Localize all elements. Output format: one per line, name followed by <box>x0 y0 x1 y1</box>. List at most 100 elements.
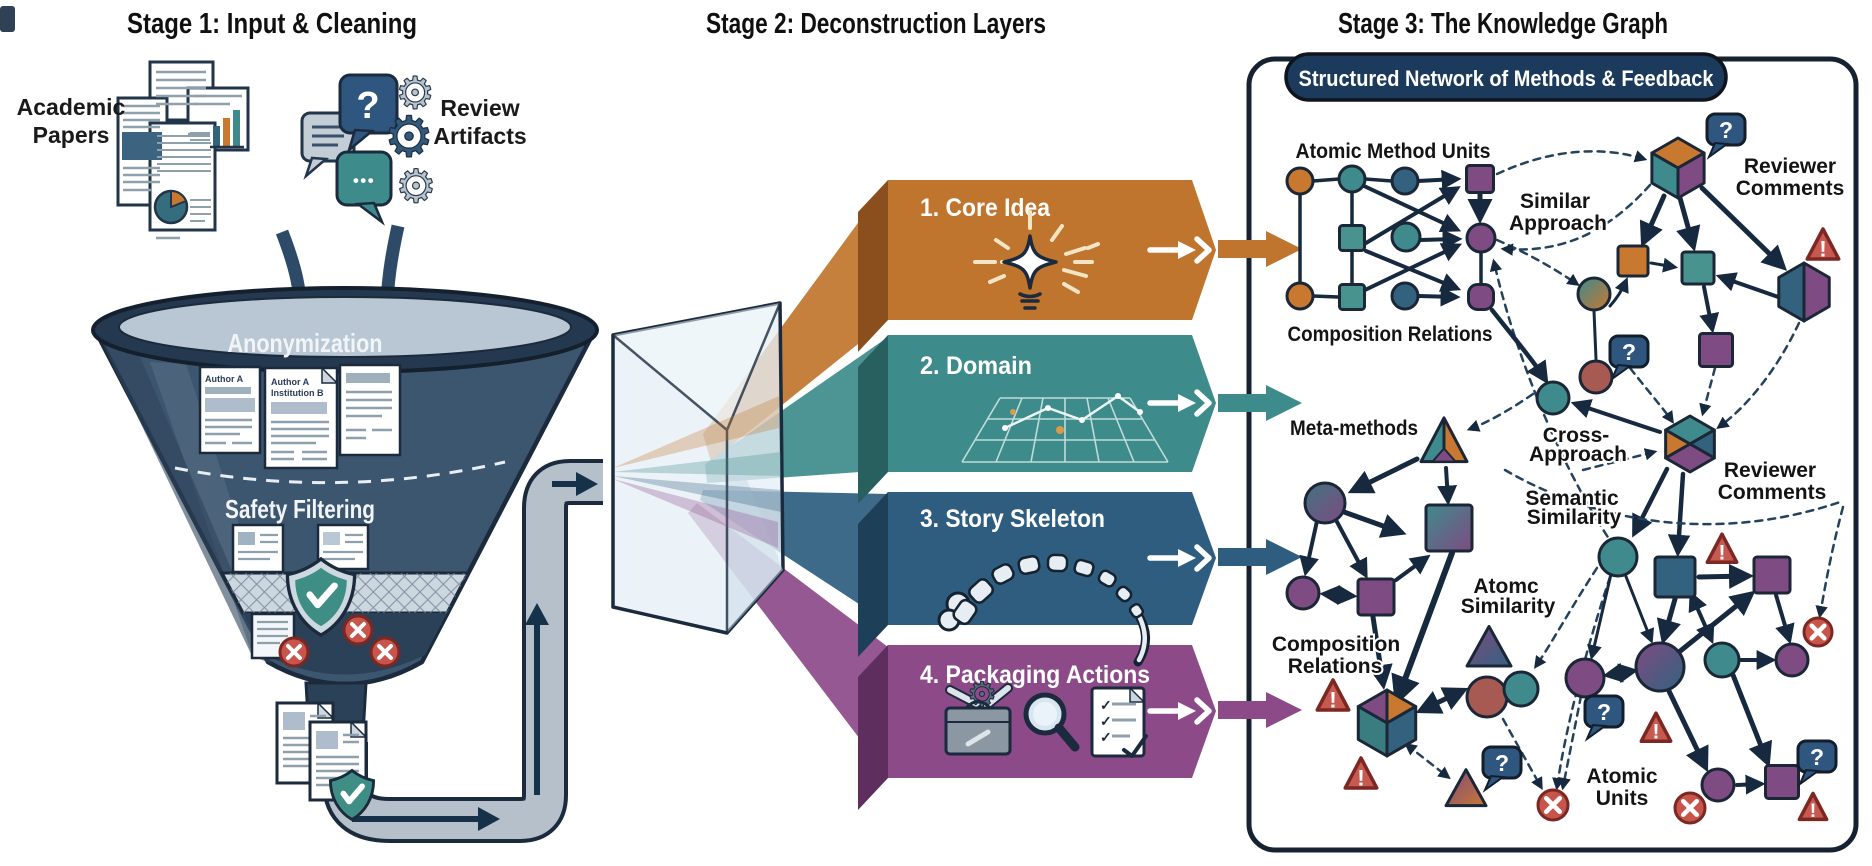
node-square-purple <box>1764 764 1800 800</box>
node-square-purple <box>1698 332 1734 368</box>
svg-text:Author A: Author A <box>205 374 244 384</box>
node-cube-multicolor <box>1650 136 1706 200</box>
panel-header-label: Structured Network of Methods & Feedback <box>1299 66 1715 91</box>
banner-label: 3. Story Skeleton <box>920 505 1105 533</box>
panel-header-pill <box>1284 52 1728 102</box>
semantic-similarity-label: Semantic <box>1525 487 1619 510</box>
graph-edge <box>1815 505 1845 619</box>
node-circle-teal <box>1597 536 1639 578</box>
prism <box>611 301 785 635</box>
banner-fold <box>858 180 888 352</box>
graph-edge <box>1649 257 1679 273</box>
knowledge-graph: ?!?!!!??!?! <box>1285 112 1845 825</box>
x-mark-icon <box>1536 788 1570 822</box>
banner-core-idea <box>888 180 1216 320</box>
node-circle-blue <box>1390 281 1420 311</box>
graph-edge <box>1418 229 1463 250</box>
node-circle-orange <box>1285 281 1315 311</box>
graph-edge <box>1639 193 1667 248</box>
funnel: Anonymization Author A Author A Institut… <box>91 286 599 754</box>
node-square-orange <box>1616 244 1650 278</box>
anonymization-label: Anonymization <box>228 328 383 358</box>
graph-edge <box>1437 466 1458 506</box>
svg-text:✓: ✓ <box>1100 729 1112 745</box>
graph-edge <box>1503 468 1842 526</box>
node-square-teal <box>1680 250 1716 286</box>
svg-text:?: ? <box>1622 339 1636 365</box>
rejected-x-icon <box>278 614 401 668</box>
banner-domain <box>888 335 1216 472</box>
graph-edge <box>1533 566 1599 669</box>
graph-edge <box>1676 195 1701 252</box>
reviewer-comments-label: Comments <box>1736 177 1845 200</box>
svg-text:?: ? <box>1597 699 1611 725</box>
node-circle-teal <box>1502 670 1540 708</box>
graph-edge <box>1466 392 1535 432</box>
graph-edge <box>1676 590 1756 655</box>
graph-edge <box>1489 307 1549 385</box>
graph-edge <box>1311 177 1341 183</box>
warning-triangle-icon: ! <box>1639 711 1673 744</box>
academic-papers-icon <box>116 60 250 240</box>
svg-text:Author A: Author A <box>271 377 310 387</box>
graph-edge <box>1362 184 1462 232</box>
graph-edge <box>1632 466 1670 538</box>
doc-figure-block <box>122 132 162 160</box>
reviewer-comments-label: Reviewer <box>1724 459 1816 482</box>
filtered-doc <box>231 523 285 574</box>
graph-edge <box>1587 572 1613 661</box>
graph-edge <box>1415 687 1469 714</box>
graph-edge <box>1696 563 1754 589</box>
funnel-divider <box>174 460 506 485</box>
svg-text:?: ? <box>1495 750 1509 776</box>
graph-edge <box>1715 272 1786 301</box>
node-triangle-gradient <box>1465 624 1513 668</box>
node-circle-gradient <box>1634 641 1686 693</box>
warning-triangle-icon: ! <box>1315 678 1351 712</box>
graph-edge <box>1347 456 1420 494</box>
svg-text:!: ! <box>1819 236 1827 261</box>
reviewer-comments-label: Reviewer <box>1744 155 1836 178</box>
node-circle-purple <box>1774 642 1810 678</box>
banner-fold <box>858 492 888 657</box>
node-cube-multicolor <box>1356 688 1418 758</box>
entry-arrow-core-idea <box>1218 231 1302 267</box>
doc-pie-chart <box>153 189 189 225</box>
warning-triangle-icon: ! <box>1797 791 1829 822</box>
review-artifacts-label: Review <box>440 95 519 121</box>
node-square-teal <box>1338 224 1366 252</box>
graph-edge <box>1391 550 1455 706</box>
shield-check-icon <box>328 768 376 822</box>
graph-edge <box>1699 185 1788 271</box>
graph-edge <box>1500 183 1652 256</box>
node-circle-teal <box>1337 164 1367 194</box>
banner-label: 4. Packaging Actions <box>920 661 1150 689</box>
node-square-purple <box>1356 577 1396 617</box>
anonymized-doc: Author A Institution B <box>263 366 339 470</box>
graph-edge <box>1667 471 1691 558</box>
svg-text:✓: ✓ <box>1100 713 1112 729</box>
node-circle-red <box>1465 675 1509 719</box>
warning-triangle-icon: ! <box>1805 227 1841 261</box>
semantic-similarity-label: Similarity <box>1527 506 1622 529</box>
node-circle-gradient <box>1576 276 1612 312</box>
similar-approach-label: Approach <box>1509 212 1607 235</box>
graph-edge <box>1558 694 1583 791</box>
graph-edge <box>1341 509 1407 538</box>
node-hexagon-split <box>1777 261 1831 323</box>
question-bubble-icon: ? <box>1705 112 1747 160</box>
banner-fold <box>858 645 888 810</box>
composition-relations-label: Composition Relations <box>1288 323 1493 346</box>
question-bubble-icon: ? <box>1796 739 1838 787</box>
clean-output-docs <box>275 701 376 822</box>
graph-edge <box>1416 169 1462 190</box>
svg-text:•••: ••• <box>353 171 375 190</box>
warning-triangle-icon: ! <box>1343 756 1379 790</box>
review-artifacts-label: Artifacts <box>433 123 526 149</box>
node-square-blue <box>1653 555 1697 599</box>
question-bubble-icon: ? <box>338 73 399 154</box>
magnifier-icon <box>1023 692 1080 752</box>
graph-edge <box>1699 366 1717 417</box>
cross-approach-label: Cross- <box>1543 424 1610 447</box>
graph-edge <box>1311 294 1340 299</box>
